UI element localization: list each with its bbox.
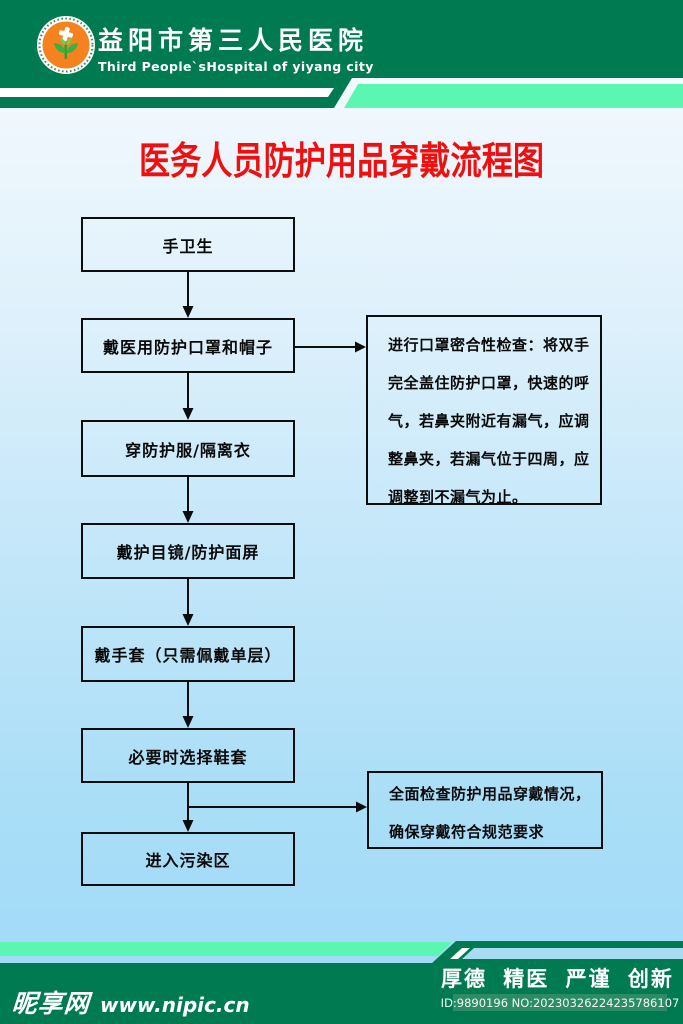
mask-seal-check-note: 进行口罩密合性检查：将双手 完全盖住防护口罩，快速的呼 气，若鼻夹附近有漏气，应… bbox=[366, 315, 602, 506]
watermark: 昵享网 www.nipic.cn bbox=[10, 984, 250, 1020]
header-stripes bbox=[0, 0, 683, 108]
flow-step-hand-hygiene: 手卫生 bbox=[81, 217, 295, 272]
flow-step-goggles-face-shield: 戴护目镜/防护面屏 bbox=[81, 523, 295, 579]
flow-step-enter-contaminated-area: 进入污染区 bbox=[81, 832, 295, 886]
note-line: 进行口罩密合性检查：将双手 bbox=[388, 336, 590, 354]
final-check-note: 全面检查防护用品穿戴情况， 确保穿戴符合规范要求 bbox=[367, 771, 603, 849]
flow-step-gloves: 戴手套（只需佩戴单层） bbox=[81, 626, 295, 682]
page-title: 医务人员防护用品穿戴流程图 bbox=[138, 138, 545, 183]
footer: 厚德 精医 严谨 创新 ID:9890196 NO:20230326224235… bbox=[0, 930, 683, 1024]
image-id-badge: ID:9890196 NO:20230326224235786107 bbox=[440, 994, 680, 1011]
watermark-site-logo: 昵享网 bbox=[10, 989, 91, 1018]
hospital-name-cn: 益阳市第三人民医院 bbox=[98, 26, 369, 55]
flow-step-shoe-covers: 必要时选择鞋套 bbox=[81, 728, 295, 783]
flow-step-mask-and-cap: 戴医用防护口罩和帽子 bbox=[81, 318, 295, 373]
note-line: 调整到不漏气为止。 bbox=[388, 488, 528, 506]
note-line: 全面检查防护用品穿戴情况， bbox=[389, 785, 591, 803]
note-line: 气，若鼻夹附近有漏气，应调 bbox=[388, 412, 590, 430]
flow-step-protective-clothing: 穿防护服/隔离衣 bbox=[81, 420, 295, 477]
footer-motto: 厚德 精医 严谨 创新 bbox=[441, 967, 674, 991]
note-line: 完全盖住防护口罩，快速的呼 bbox=[388, 374, 590, 392]
hospital-name-en: Third People`sHospital of yiyang city bbox=[98, 59, 374, 74]
note-line: 确保穿戴符合规范要求 bbox=[389, 823, 545, 841]
watermark-url: www.nipic.cn bbox=[100, 993, 250, 1017]
hospital-names: 益阳市第三人民医院 Third People`sHospital of yiya… bbox=[98, 26, 374, 74]
hospital-logo-icon bbox=[37, 16, 95, 74]
note-line: 整鼻夹，若漏气位于四周，应 bbox=[388, 450, 590, 468]
